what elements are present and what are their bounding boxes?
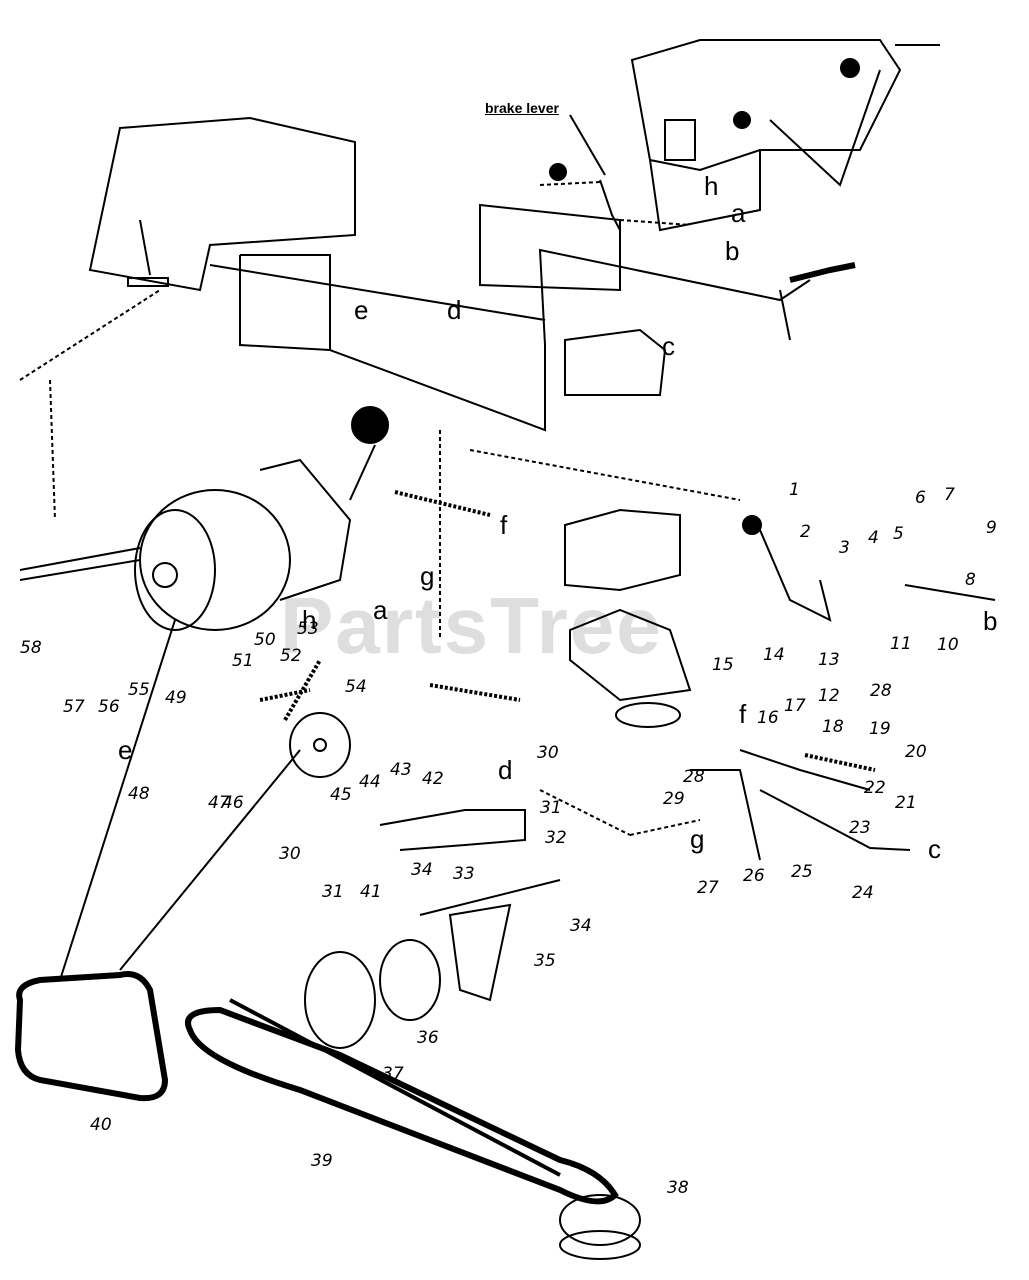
connector-letter: h [302,605,317,635]
part-label: 42 [422,769,444,789]
part-label: 4 [868,528,879,548]
part-label: 32 [545,828,567,848]
connector-letter: d [498,755,513,785]
connector-letter: g [420,561,435,591]
part-label: 2 [800,522,811,542]
part-label: 40 [90,1115,112,1135]
part-label: 29 [663,789,685,809]
part-label: 31 [322,882,344,902]
left-fender [88,116,356,292]
part-label: 18 [822,717,844,737]
part-label: 5 [893,524,904,544]
brake-lever-title: brake lever [485,100,559,116]
part-label: 22 [864,778,886,798]
connector-letter: f [500,510,508,540]
part-label: 38 [667,1178,689,1198]
part-label: 34 [411,860,433,880]
connector-letter: c [662,331,675,361]
part-label: 28 [683,767,705,787]
part-label: 3 [839,538,850,558]
part-label: 53 [297,619,319,639]
part-label: 47 [208,793,230,813]
transmission [19,406,389,631]
connector-letter: h [704,171,719,201]
part-label: 30 [537,743,559,763]
part-label: 20 [905,742,927,762]
part-label: 27 [697,878,719,898]
part-label: 56 [98,697,120,717]
connector-letter: a [373,595,388,625]
connector-letter: a [731,198,746,228]
part-label: 28 [870,681,892,701]
part-label: 8 [965,570,976,590]
part-label: 17 [784,696,806,716]
connector-letter: c [928,834,941,864]
part-label: 36 [417,1028,439,1048]
part-label: 58 [20,638,42,658]
part-label: 10 [937,635,959,655]
connector-letter: g [690,824,705,854]
part-label: 37 [382,1064,404,1084]
part-label: 39 [311,1151,333,1171]
part-label: 57 [63,697,85,717]
part-label: 45 [330,785,352,805]
part-label: 46 [222,793,244,813]
connector-letter: d [447,295,462,325]
connector-letter: e [118,735,133,765]
connector-letter: e [354,295,369,325]
part-label: 30 [279,844,301,864]
part-label: 24 [852,883,874,903]
connector-letter: b [983,606,998,636]
console-panel [630,39,940,232]
part-label: 11 [890,634,912,654]
part-label: 55 [128,680,150,700]
part-label: 9 [986,518,997,538]
part-label: 41 [360,882,382,902]
part-label: 49 [165,688,187,708]
part-label: 51 [232,651,254,671]
part-label: 15 [712,655,734,675]
watermark: PartsTree [280,581,663,670]
connector-letter: b [725,236,740,266]
part-label: 52 [280,646,302,666]
part-label: 26 [743,866,765,886]
part-label: 23 [849,818,871,838]
part-label: 33 [453,864,475,884]
part-label: 31 [540,798,562,818]
part-label: 6 [915,488,926,508]
part-label: 12 [818,686,840,706]
main-frame [209,203,811,432]
part-label: 1 [789,480,800,500]
connector-letter: f [739,699,747,729]
part-label: 19 [869,719,891,739]
part-label: 16 [757,708,779,728]
part-label: 44 [359,772,381,792]
part-label: 14 [763,645,785,665]
part-label: 43 [390,760,412,780]
spring-f [394,490,491,517]
brake-lever-shape [599,179,621,231]
part-label: 48 [128,784,150,804]
part-label: 34 [570,916,592,936]
part-label: 21 [895,793,917,813]
part-label: 35 [534,951,556,971]
part-label: 54 [345,677,367,697]
part-label: 25 [791,862,813,882]
part-label: 7 [944,485,955,505]
part-label: 13 [818,650,840,670]
part-label: 50 [254,630,276,650]
